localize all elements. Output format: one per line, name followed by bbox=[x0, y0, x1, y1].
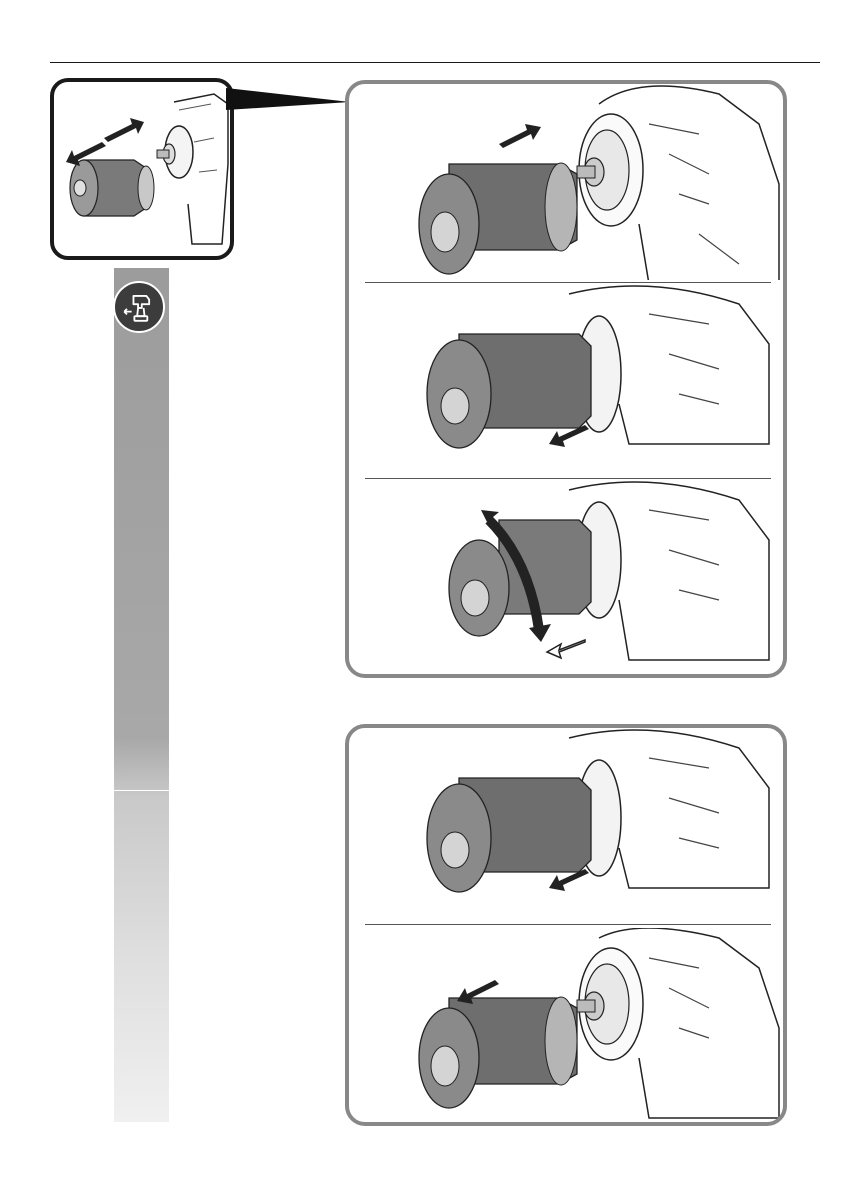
rotate-and-release-sleeve bbox=[349, 480, 783, 678]
cordless-drill-remove-battery-icon bbox=[113, 281, 165, 333]
pull-sleeve-back bbox=[349, 284, 783, 480]
step-divider bbox=[365, 282, 771, 283]
band-divider bbox=[114, 790, 169, 791]
push-chuck-onto-spindle bbox=[349, 84, 783, 280]
pull-sleeve-to-remove bbox=[349, 728, 783, 924]
callout-connector bbox=[226, 80, 356, 120]
chuck-attach-detach-overview bbox=[54, 82, 230, 256]
remove-steps-frame bbox=[345, 724, 787, 1126]
step-divider bbox=[365, 924, 771, 925]
withdraw-chuck bbox=[349, 928, 783, 1124]
instruction-side-band bbox=[114, 268, 169, 1122]
step-divider bbox=[365, 478, 771, 479]
header-rule bbox=[50, 62, 820, 63]
install-steps-frame bbox=[345, 80, 787, 678]
inset-overview-frame bbox=[50, 78, 234, 260]
